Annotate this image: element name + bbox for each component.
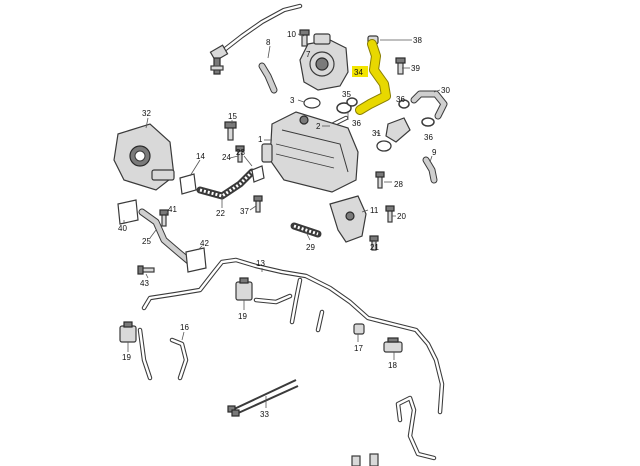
- bolt-part-10[interactable]: [299, 29, 310, 47]
- callout-13[interactable]: 13: [256, 259, 265, 268]
- spring-part-29[interactable]: [290, 222, 322, 238]
- callout-30[interactable]: 30: [441, 86, 450, 95]
- solenoid-valve-part-19-b[interactable]: [119, 321, 137, 343]
- callout-34[interactable]: 34: [354, 68, 363, 77]
- highlighted-hose-part-34[interactable]: [355, 39, 391, 115]
- leader-lines: [123, 33, 441, 408]
- bolt-part-15[interactable]: [224, 121, 237, 141]
- hose-part-9[interactable]: [422, 156, 438, 184]
- vacuum-line-network-part-13[interactable]: [137, 257, 445, 461]
- callout-1[interactable]: 1: [258, 135, 263, 144]
- connector-part-31[interactable]: [376, 117, 411, 152]
- connector-part-18[interactable]: [383, 337, 403, 353]
- sensor-cable-part[interactable]: [209, 3, 303, 75]
- callout-21[interactable]: 21: [370, 243, 379, 252]
- callout-43[interactable]: 43: [140, 279, 149, 288]
- callout-34-highlight: [352, 66, 368, 77]
- gasket-part-14[interactable]: [179, 173, 197, 195]
- pipe-part-25[interactable]: [138, 208, 194, 266]
- egr-valve-part-7[interactable]: [299, 33, 349, 91]
- flex-pipe-part-22[interactable]: [196, 168, 256, 200]
- callout-9[interactable]: 9: [432, 148, 437, 157]
- callout-19-b[interactable]: 19: [122, 353, 131, 362]
- callout-15[interactable]: 15: [228, 112, 237, 121]
- solenoid-valve-part-19-a[interactable]: [235, 277, 253, 301]
- callout-8[interactable]: 8: [266, 38, 271, 47]
- elbow-hose-part-30[interactable]: [410, 90, 448, 120]
- callout-17[interactable]: 17: [354, 344, 363, 353]
- callout-36-c[interactable]: 36: [424, 133, 433, 142]
- callout-3[interactable]: 3: [290, 96, 295, 105]
- callout-10[interactable]: 10: [287, 30, 296, 39]
- callout-40[interactable]: 40: [118, 224, 127, 233]
- callout-32[interactable]: 32: [142, 109, 151, 118]
- clamp-part-36-c[interactable]: [421, 117, 435, 127]
- callout-38[interactable]: 38: [413, 36, 422, 45]
- throttle-body-part-32[interactable]: [113, 123, 175, 191]
- callout-23[interactable]: 23: [236, 148, 245, 157]
- callout-35[interactable]: 35: [342, 90, 351, 99]
- callout-2[interactable]: 2: [316, 122, 321, 131]
- callout-41[interactable]: 41: [168, 205, 177, 214]
- callout-11[interactable]: 11: [370, 206, 379, 215]
- callout-14[interactable]: 14: [196, 152, 205, 161]
- callout-24[interactable]: 24: [222, 153, 231, 162]
- hose-part-8[interactable]: [258, 62, 278, 94]
- callout-19-a[interactable]: 19: [238, 312, 247, 321]
- callout-18[interactable]: 18: [388, 361, 397, 370]
- bolt-part-21[interactable]: [369, 235, 379, 251]
- bolt-part-39[interactable]: [395, 57, 406, 75]
- clamp-part-35[interactable]: [336, 102, 352, 114]
- bolt-part-20[interactable]: [385, 205, 395, 223]
- callout-37[interactable]: 37: [240, 207, 249, 216]
- gasket-part-40[interactable]: [117, 199, 139, 225]
- callout-33[interactable]: 33: [260, 410, 269, 419]
- hose-part-16[interactable]: [169, 337, 189, 381]
- bracket-part-11[interactable]: [329, 195, 367, 243]
- bolt-part-43[interactable]: [137, 265, 155, 275]
- callout-39[interactable]: 39: [411, 64, 420, 73]
- clamp-part-36-b[interactable]: [398, 99, 410, 109]
- callout-labels: 10 7 8 3 38 39 34 30 35 36 36 36 31 2 32…: [118, 30, 450, 419]
- bolt-part-37[interactable]: [253, 195, 263, 213]
- callout-36-b[interactable]: 36: [396, 95, 405, 104]
- cable-ties-part-33[interactable]: [227, 379, 299, 417]
- bolt-part-41[interactable]: [159, 209, 169, 227]
- callout-20[interactable]: 20: [397, 212, 406, 221]
- clamp-part-36-a[interactable]: [346, 97, 358, 107]
- bolt-part-28[interactable]: [375, 171, 385, 189]
- callout-31[interactable]: 31: [372, 129, 381, 138]
- callout-25[interactable]: 25: [142, 237, 151, 246]
- callout-7[interactable]: 7: [306, 50, 311, 59]
- callout-16[interactable]: 16: [180, 323, 189, 332]
- callout-28[interactable]: 28: [394, 180, 403, 189]
- flange-part-42[interactable]: [185, 247, 207, 273]
- bottom-partial-parts: [351, 453, 379, 466]
- gasket-part-23[interactable]: [251, 165, 265, 183]
- callout-29[interactable]: 29: [306, 243, 315, 252]
- gasket-part-3[interactable]: [303, 97, 321, 109]
- callout-36-a[interactable]: 36: [352, 119, 361, 128]
- clip-part-17[interactable]: [353, 323, 365, 335]
- callout-42[interactable]: 42: [200, 239, 209, 248]
- egr-cooler-part-1[interactable]: [261, 111, 359, 193]
- callout-22[interactable]: 22: [216, 209, 225, 218]
